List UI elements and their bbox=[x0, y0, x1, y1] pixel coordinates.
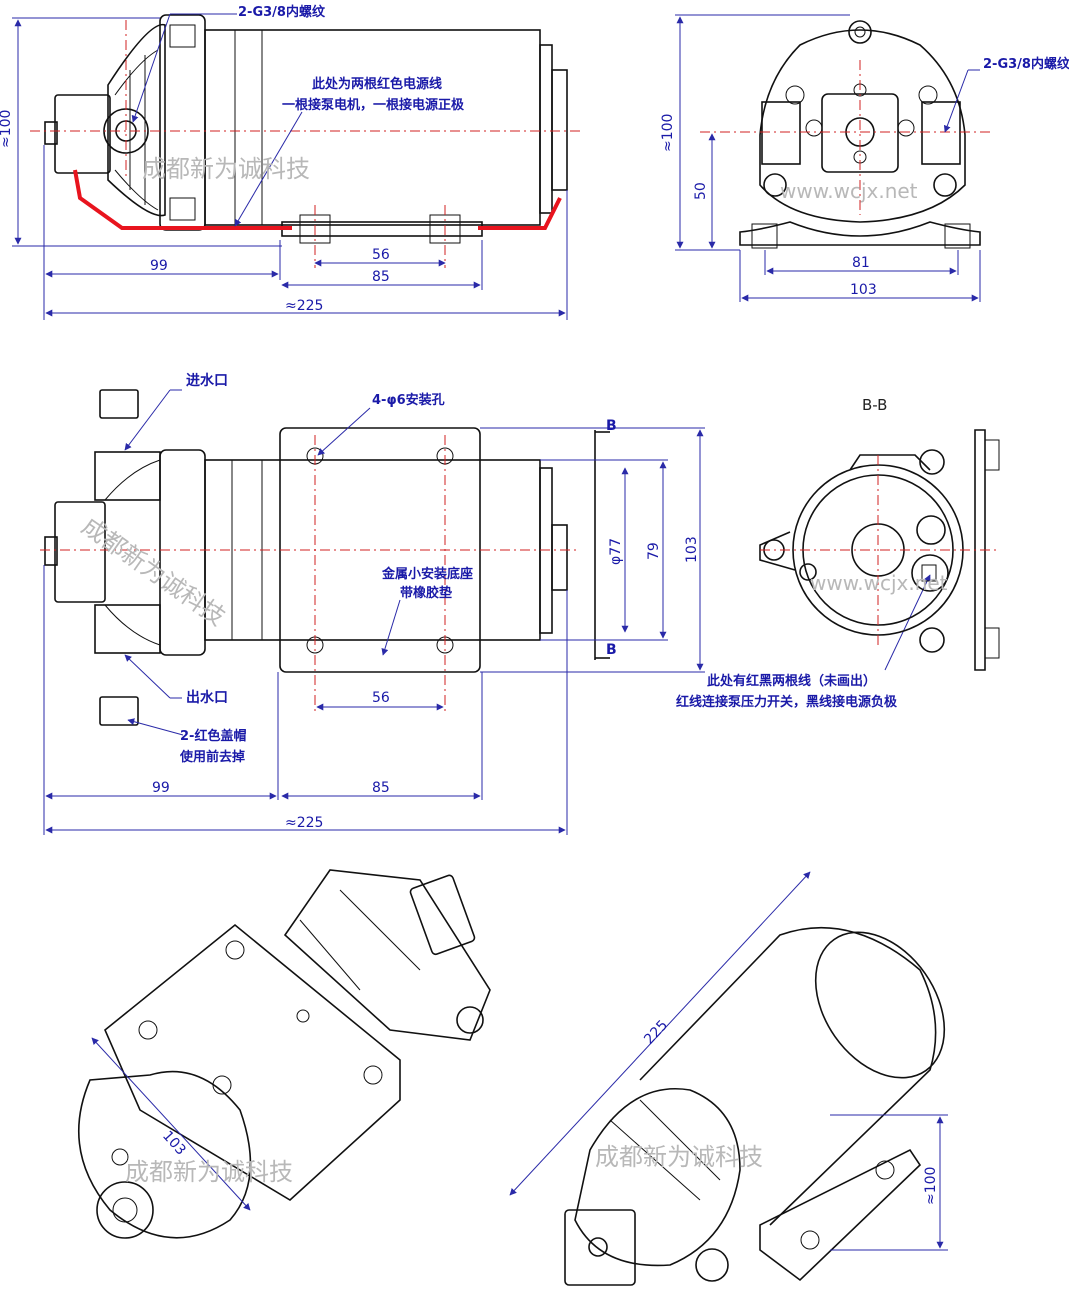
inlet-label: 进水口 bbox=[186, 372, 228, 389]
dim-side-height: ≈100 bbox=[660, 114, 676, 152]
dim-top-56: 56 bbox=[372, 690, 390, 706]
dim-top-79: 79 bbox=[646, 542, 662, 560]
outlet-label: 出水口 bbox=[186, 689, 228, 706]
dim-top-85: 85 bbox=[372, 780, 390, 796]
dim-front-99: 99 bbox=[150, 258, 168, 274]
dim-side-103: 103 bbox=[850, 282, 877, 298]
thread-label-front: 2-G3/8内螺纹 bbox=[238, 4, 326, 20]
dim-iso-225: 225 bbox=[641, 1017, 671, 1047]
red-wire-note-line1: 此处为两根红色电源线 bbox=[312, 76, 442, 92]
dim-front-56: 56 bbox=[372, 247, 390, 263]
watermark-3: 成都新为诚科技 bbox=[77, 512, 231, 631]
iso-view-right bbox=[509, 871, 948, 1286]
dim-front-85: 85 bbox=[372, 269, 390, 285]
dim-front-height: ≈100 bbox=[0, 110, 14, 148]
iso-view-left bbox=[77, 869, 491, 1239]
side-view bbox=[675, 14, 990, 302]
dim-top-99: 99 bbox=[152, 780, 170, 796]
dim-top-d77: φ77 bbox=[608, 538, 624, 565]
dim-side-81: 81 bbox=[852, 255, 870, 271]
section-view bbox=[759, 429, 1000, 671]
watermark-1: 成都新为诚科技 bbox=[142, 155, 310, 183]
dim-top-103: 103 bbox=[684, 536, 700, 563]
dim-iso-103: 103 bbox=[159, 1128, 189, 1159]
dim-front-225: ≈225 bbox=[285, 298, 323, 314]
front-view bbox=[12, 13, 580, 320]
thread-label-side: 2-G3/8内螺纹 bbox=[983, 56, 1069, 72]
wires-note-line1: 此处有红黑两根线（未画出） bbox=[707, 673, 876, 689]
base-label-line2: 带橡胶垫 bbox=[400, 585, 452, 601]
dim-top-225: ≈225 bbox=[285, 815, 323, 831]
mounting-holes-label: 4-φ6安装孔 bbox=[372, 392, 445, 408]
watermark-6: 成都新为诚科技 bbox=[595, 1143, 763, 1171]
red-wire-note-line2: 一根接泵电机，一根接电源正极 bbox=[282, 97, 465, 113]
dim-side-50: 50 bbox=[693, 182, 709, 200]
watermark-4: www.wcjx.net bbox=[810, 571, 948, 595]
section-title: B-B bbox=[862, 396, 887, 414]
watermark-5: 成都新为诚科技 bbox=[125, 1158, 293, 1186]
section-mark-top: B bbox=[606, 418, 617, 434]
dim-iso-100: ≈100 bbox=[923, 1167, 939, 1205]
section-mark-bottom: B bbox=[606, 642, 617, 658]
top-view bbox=[40, 389, 931, 835]
caps-label-line2: 使用前去掉 bbox=[179, 749, 245, 765]
caps-label-line1: 2-红色盖帽 bbox=[180, 728, 246, 744]
watermark-2: www.wcjx.net bbox=[780, 179, 918, 203]
wires-note-line2: 红线连接泵压力开关，黑线接电源负极 bbox=[676, 694, 898, 710]
base-label-line1: 金属小安装底座 bbox=[381, 566, 473, 582]
